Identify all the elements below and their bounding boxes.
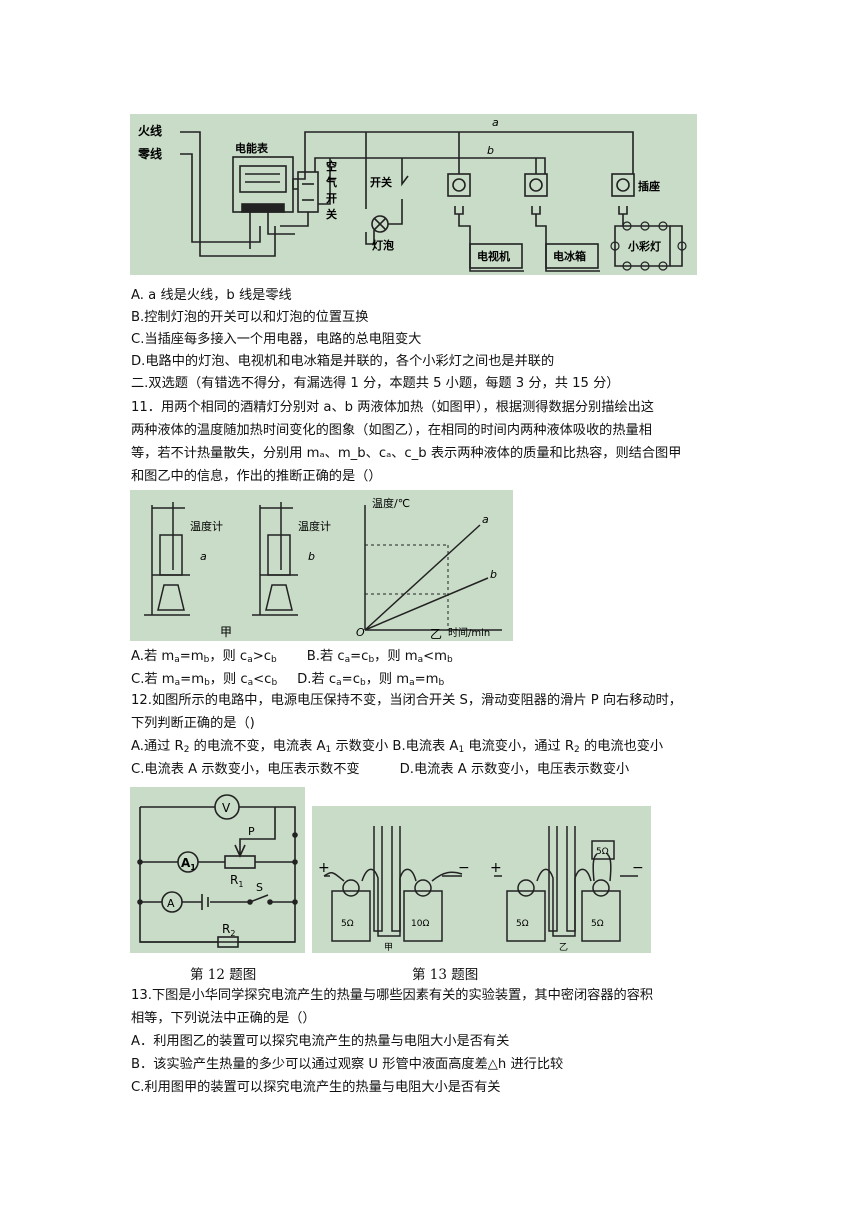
parallel-resistor-label: 5Ω — [596, 847, 609, 857]
thermometer-label-1: 温度计 — [190, 519, 223, 533]
q11-stem-line-2: 两种液体的温度随加热时间变化的图象（如图乙），在相同的时间内两种液体吸收的热量相 — [131, 423, 652, 438]
q13-stem-line-1: 13.下图是小华同学探究电流产生的热量与哪些因素有关的实验装置，其中密闭容器的容… — [131, 988, 654, 1003]
q11-stem-line-3: 等，若不计热量散失，分别用 mₐ、m_b、cₐ、c_b 表示两种液体的质量和比热… — [131, 446, 682, 461]
q13-figure-caption: 第 13 题图 — [412, 967, 479, 983]
q13-experiment-diagram: + − 5Ω 10Ω 甲 + − 5Ω 5Ω 5Ω 乙 — [318, 826, 644, 953]
socket-label: 插座 — [638, 179, 660, 193]
r2-label: R2 — [222, 922, 235, 938]
q12-figure-caption: 第 12 题图 — [190, 967, 257, 983]
fig-yi-label: 乙 — [559, 942, 568, 953]
q13-heat-experiment-figure: + − 5Ω 10Ω 甲 + − 5Ω 5Ω 5Ω 乙 — [312, 806, 651, 953]
q13-option-b: B．该实验产生热量的多少可以通过观察 U 形管中液面高度差△h 进行比较 — [131, 1057, 564, 1072]
ammeter1-label: A1 — [181, 856, 196, 872]
switch-s-label: S — [256, 881, 263, 894]
right-r2-label: 5Ω — [591, 919, 604, 929]
fig-yi-label: 乙 — [430, 627, 442, 641]
r1-label: R1 — [230, 873, 243, 889]
left-r1-label: 5Ω — [341, 919, 354, 929]
q10-option-d: D.电路中的灯泡、电视机和电冰箱是并联的，各个小彩灯之间也是并联的 — [131, 354, 555, 369]
q10-option-c: C.当插座每多接入一个用电器，电路的总电阻变大 — [131, 332, 422, 347]
ammeter-label: A — [167, 897, 175, 910]
q13-stem-line-2: 相等，下列说法中正确的是（） — [131, 1011, 316, 1026]
q12-circuit-diagram: V A1 A P R1 S R2 — [137, 794, 298, 948]
small-lights-label: 小彩灯 — [627, 239, 661, 253]
right-plus-label: + — [490, 860, 502, 876]
household-circuit-figure: 火线 零线 电能表 空 气 开 关 开关 灯泡 电视机 电冰箱 插座 小彩灯 a… — [130, 114, 697, 275]
live-wire-label: 火线 — [138, 123, 162, 138]
voltmeter-label: V — [222, 801, 231, 815]
line-a-label: a — [482, 513, 489, 526]
bulb-label: 灯泡 — [372, 238, 394, 252]
fig-jia-label: 甲 — [220, 625, 232, 639]
tv-label: 电视机 — [477, 249, 510, 263]
section-2-heading: 二.双选题（有错选不得分，有漏选得 1 分，本题共 5 小题，每题 3 分，共 … — [131, 376, 620, 391]
left-minus-label: − — [458, 860, 470, 876]
q11-heating-figure: 温度计 温度计 a b 甲 乙 温度/℃ 时间/min O a b — [130, 490, 513, 641]
air-switch-char-4: 关 — [326, 207, 337, 221]
air-switch-char-3: 开 — [326, 192, 337, 205]
x-axis-label: 时间/min — [448, 626, 490, 639]
household-circuit-diagram: 火线 零线 电能表 空 气 开 关 开关 灯泡 电视机 电冰箱 插座 小彩灯 a… — [137, 116, 687, 272]
q11-heating-diagram: 温度计 温度计 a b 甲 乙 温度/℃ 时间/min O a b — [144, 496, 502, 641]
q12-options-row-1: A.通过 R2 的电流不变，电流表 A1 示数变小 B.电流表 A1 电流变小，… — [131, 739, 664, 755]
q10-option-a: A. a 线是火线，b 线是零线 — [131, 288, 292, 303]
q13-option-a: A．利用图乙的装置可以探究电流产生的热量与电阻大小是否有关 — [131, 1034, 510, 1049]
air-switch-char-2: 气 — [325, 175, 337, 189]
fig-jia-label: 甲 — [384, 942, 393, 953]
liquid-a-label: a — [200, 550, 207, 563]
slider-label: P — [248, 825, 255, 838]
q13-option-c: C.利用图甲的装置可以探究电流产生的热量与电阻大小是否有关 — [131, 1080, 501, 1095]
wire-b-label: b — [487, 144, 494, 157]
thermometer-label-2: 温度计 — [298, 519, 331, 533]
meter-label: 电能表 — [235, 141, 269, 155]
q11-stem-line-4: 和图乙中的信息，作出的推断正确的是（） — [131, 469, 382, 484]
q12-circuit-figure: V A1 A P R1 S R2 — [130, 787, 305, 953]
wire-a-label: a — [492, 116, 499, 129]
q11-stem-line-1: 11．用两个相同的酒精灯分别对 a、b 两液体加热（如图甲），根据测得数据分别描… — [131, 400, 654, 415]
neutral-wire-label: 零线 — [137, 146, 162, 161]
switch-label: 开关 — [370, 175, 392, 189]
q12-stem-line-2: 下列判断正确的是（) — [131, 716, 255, 731]
q12-stem-line-1: 12.如图所示的电路中，电源电压保持不变，当闭合开关 S，滑动变阻器的滑片 P … — [131, 693, 682, 708]
right-r1-label: 5Ω — [516, 919, 529, 929]
q10-option-b: B.控制灯泡的开关可以和灯泡的位置互换 — [131, 310, 369, 325]
y-axis-label: 温度/℃ — [372, 496, 410, 510]
liquid-b-label: b — [308, 550, 315, 563]
line-b-label: b — [490, 568, 497, 581]
left-r2-label: 10Ω — [411, 919, 429, 929]
right-minus-label: − — [632, 860, 644, 876]
fridge-label: 电冰箱 — [553, 249, 586, 263]
origin-label: O — [356, 626, 365, 639]
air-switch-char-1: 空 — [326, 159, 337, 173]
left-plus-label: + — [318, 860, 330, 876]
